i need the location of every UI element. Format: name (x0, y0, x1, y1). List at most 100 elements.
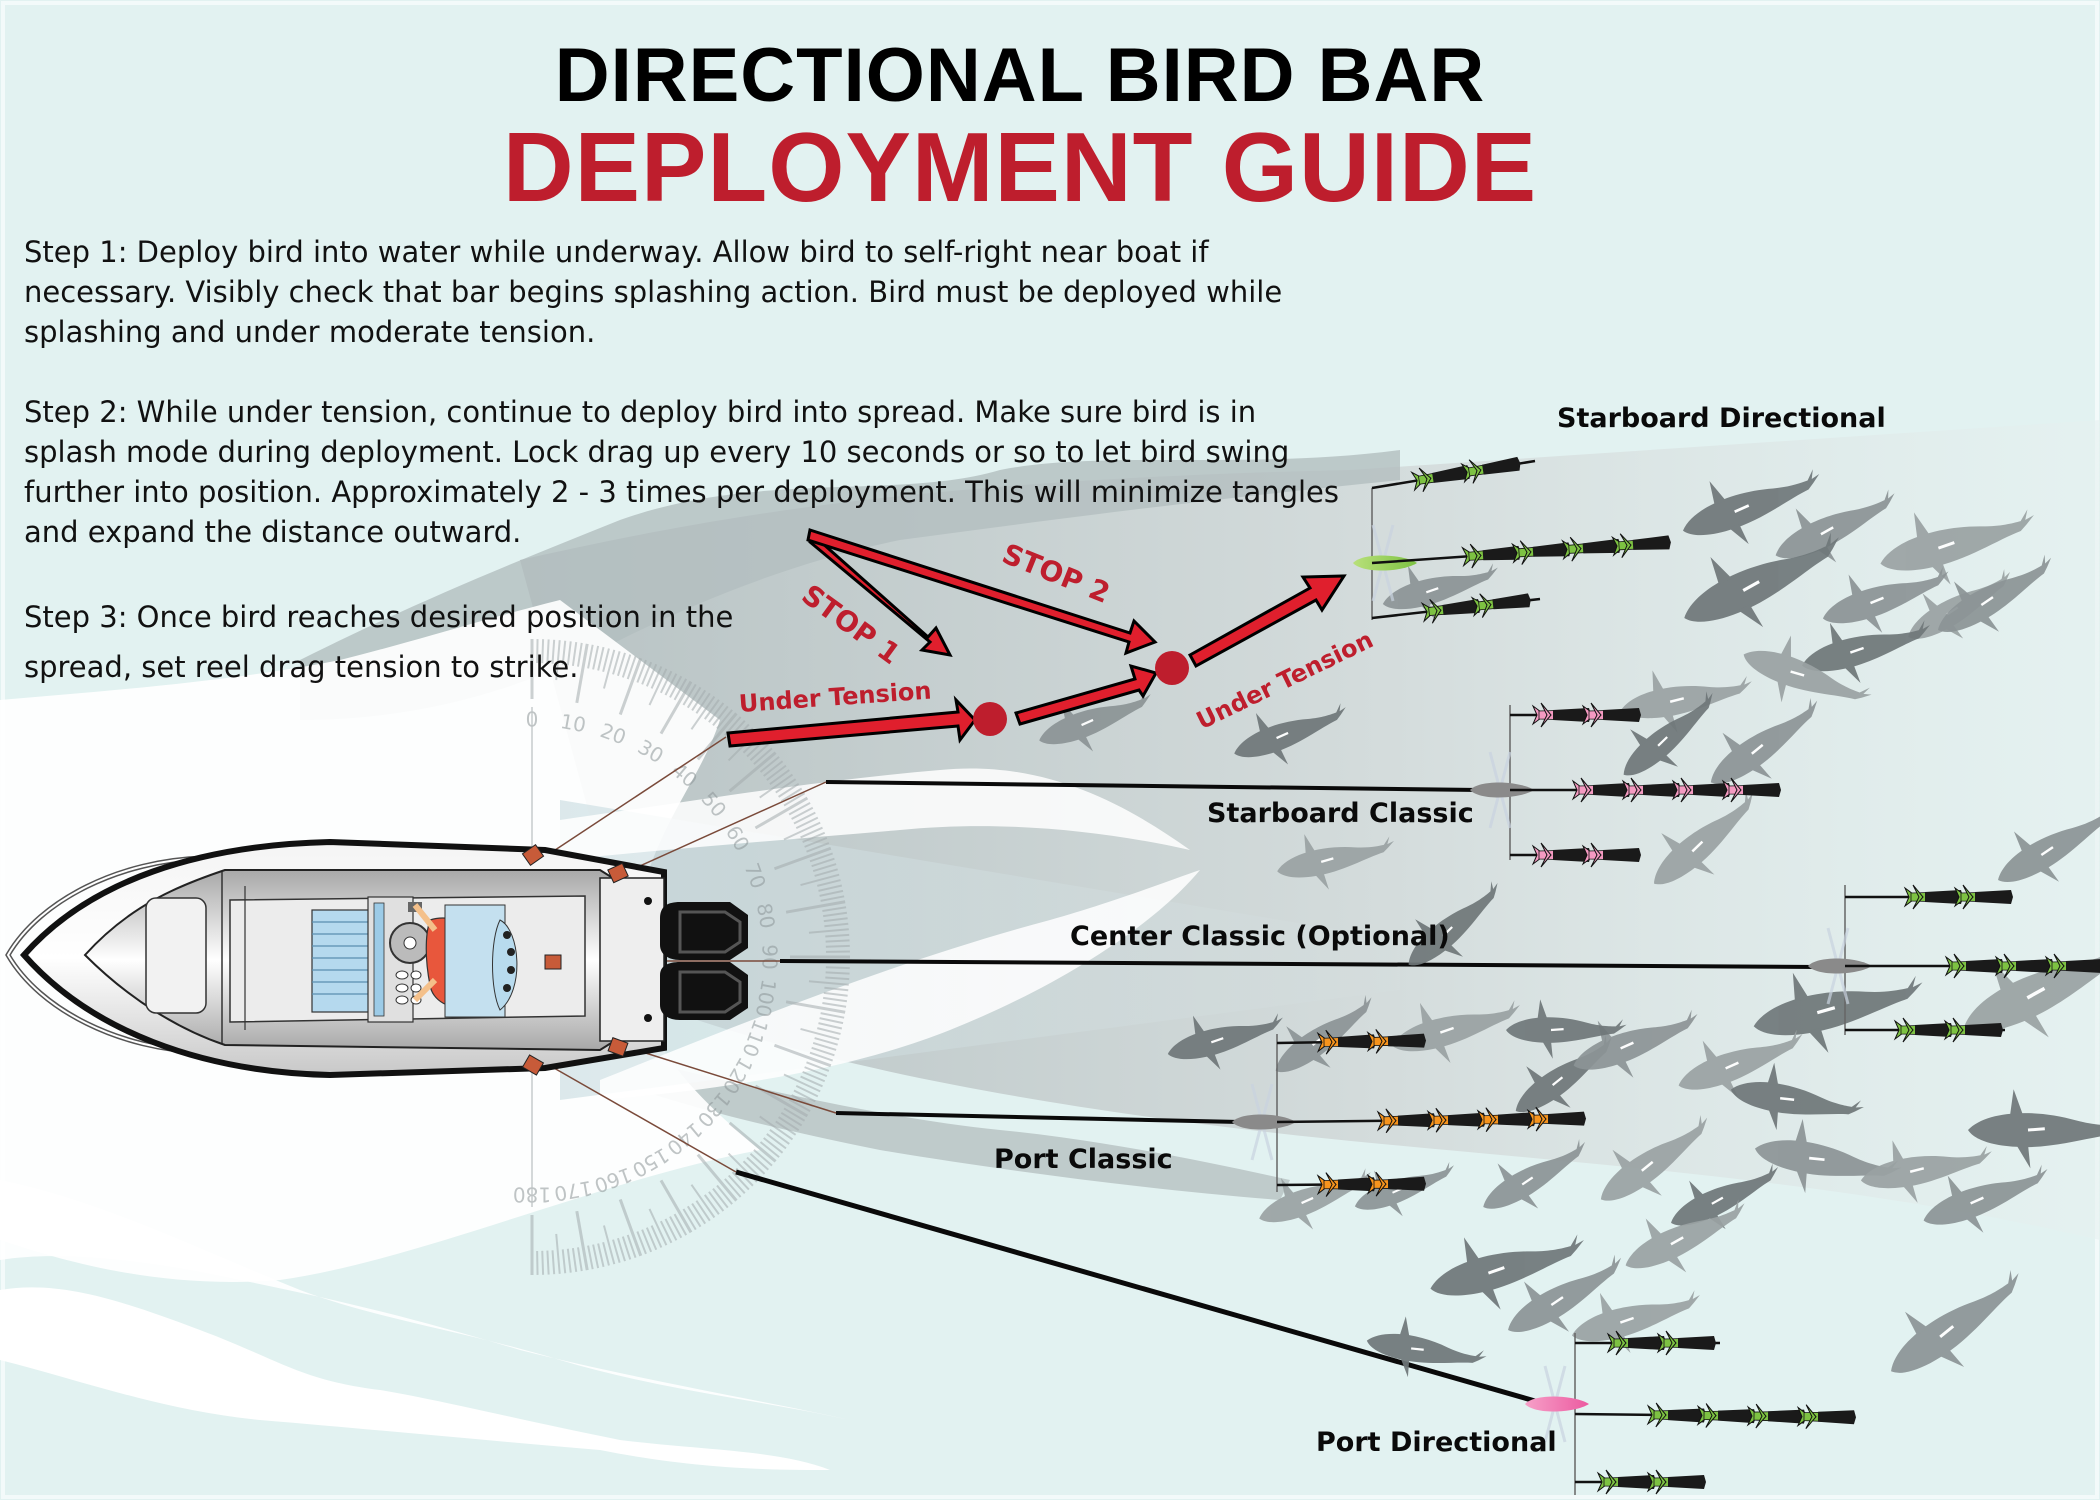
fish-silhouette (1408, 881, 1498, 966)
protractor-tick (621, 1236, 632, 1260)
fish-silhouette (1963, 935, 2100, 1038)
protractor-tick (690, 1184, 716, 1219)
squid-lure (1316, 1029, 1376, 1055)
protractor-tick (802, 1070, 826, 1083)
fish-silhouette (1382, 563, 1498, 620)
label-port-directional: Port Directional (1316, 1427, 1557, 1458)
title-line-2: DEPLOYMENT GUIDE (502, 112, 1538, 222)
fish-silhouette (1684, 532, 1839, 628)
protractor-tick (645, 1227, 658, 1251)
protractor-tick (650, 1225, 663, 1248)
protractor-tick (759, 773, 794, 799)
protractor-tick (753, 1149, 773, 1167)
protractor-tick (636, 659, 647, 683)
protractor-tick (602, 648, 610, 672)
label-starboard-classic: Starboard Classic (1207, 798, 1474, 829)
protractor-tick (575, 643, 589, 704)
protractor-tick (759, 756, 780, 773)
protractor-tick (546, 639, 550, 664)
squid-lure (1903, 884, 1963, 910)
line-center-classic (779, 959, 1821, 969)
squid-lure (1621, 777, 1681, 803)
bird-teaser (1232, 1114, 1296, 1130)
protractor-tick (809, 852, 834, 863)
fish-silhouette (1506, 999, 1627, 1059)
fish-silhouette (1678, 1029, 1803, 1098)
protractor-tick (785, 1000, 846, 1014)
squid-lure (1893, 1017, 1953, 1043)
protractor-tick (592, 645, 600, 670)
protractor-tick (775, 1120, 797, 1136)
protractor-tick (708, 1191, 725, 1212)
protractor-tick (800, 826, 823, 839)
squid-lure (1721, 777, 1781, 803)
protractor-tick (561, 1249, 567, 1274)
protractor-tick (716, 709, 733, 730)
teaser-spreads (1232, 456, 2100, 1495)
instruction-steps: Step 1: Deploy bird into water while und… (24, 232, 1354, 732)
squid-lure (1796, 1404, 1856, 1429)
transom (599, 877, 665, 1042)
protractor-tick (809, 1051, 834, 1062)
fish-silhouette (1572, 1290, 1700, 1353)
arrow-dot1-to-dot2 (1014, 663, 1159, 726)
protractor-tick (587, 1245, 594, 1270)
fish-silhouette (1600, 1115, 1708, 1201)
deployment-arrows (726, 528, 1347, 748)
protractor-tick (822, 911, 848, 918)
protractor-tick (818, 1022, 843, 1030)
protractor-tick (759, 1141, 780, 1158)
protractor-tick (811, 857, 835, 868)
fish-silhouette (1654, 790, 1753, 885)
fish-silhouette (1967, 1089, 2100, 1169)
squid-lure (1470, 593, 1531, 618)
protractor-tick (566, 641, 572, 666)
protractor-tick (822, 906, 847, 912)
step-1-text: Step 1: Deploy bird into water while und… (24, 235, 1283, 349)
squid-lure (1531, 702, 1591, 728)
squid-lure (1994, 953, 2054, 979)
seat-front (311, 909, 371, 1013)
protractor-tick (773, 846, 832, 871)
squid-lure (1376, 1108, 1436, 1134)
protractor-tick (597, 646, 605, 671)
step-3-text: Step 3: Once bird reaches desired positi… (24, 600, 734, 684)
protractor-tick (731, 1171, 750, 1191)
squid-lure (1596, 1469, 1656, 1495)
protractor-tick (577, 1247, 583, 1272)
protractor-tick (724, 1178, 742, 1198)
protractor-tick (636, 1231, 647, 1255)
protractor-tick (561, 640, 567, 665)
protractor-tick (763, 1137, 784, 1154)
protractor-tick (800, 873, 840, 887)
protractor-tick (612, 651, 621, 675)
protractor-tick (555, 640, 561, 681)
protractor-tick (825, 939, 850, 943)
squid-lure (1561, 536, 1621, 562)
protractor-tick (823, 917, 848, 923)
protractor-tick (686, 1205, 702, 1228)
protractor-tick (783, 1107, 806, 1122)
protractor-tick (825, 976, 850, 981)
fish-silhouette (1710, 698, 1818, 784)
step-2-text: Step 2: While under tension, continue to… (24, 395, 1340, 549)
title-line-1: DIRECTIONAL BIRD BAR (554, 33, 1486, 118)
protractor-tick (602, 1242, 610, 1266)
bird-teaser (1808, 958, 1872, 974)
squid-lure (1581, 842, 1641, 868)
protractor-tick (686, 686, 702, 709)
protractor-tick (759, 1115, 794, 1141)
protractor-tick (820, 895, 845, 902)
protractor-tick (669, 1216, 683, 1239)
protractor-tick (824, 986, 849, 992)
protractor-tick (669, 675, 683, 698)
label-port-classic: Port Classic (994, 1144, 1173, 1175)
protractor-tick (648, 668, 668, 706)
fish-silhouette (1743, 635, 1872, 703)
protractor-tick (626, 655, 637, 680)
squid-lure (1611, 533, 1671, 558)
protractor-tick (612, 1239, 621, 1263)
squid-lure (1746, 1403, 1806, 1429)
protractor-tick (682, 1208, 697, 1231)
